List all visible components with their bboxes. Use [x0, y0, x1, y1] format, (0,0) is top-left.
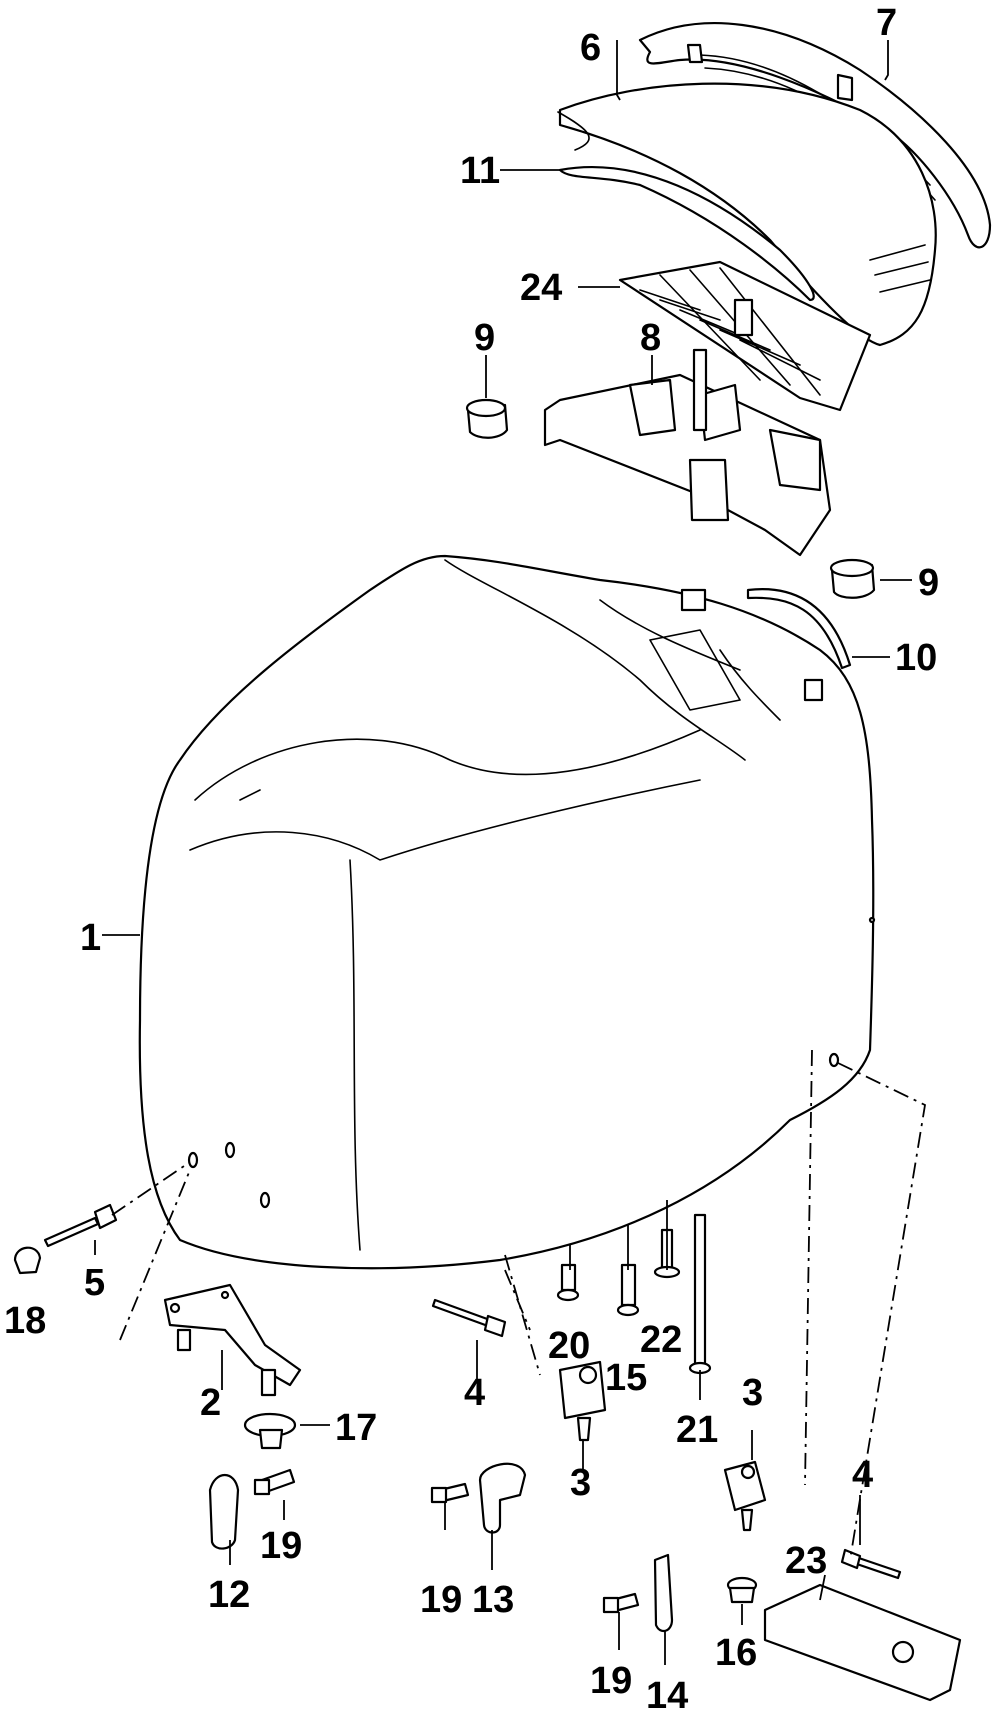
part-3-latch-right: [723, 1460, 767, 1532]
part-19-bolt-center: [430, 1482, 470, 1504]
part-18-plug: [13, 1246, 42, 1275]
part-23-decal: [763, 1583, 962, 1702]
part-9-grommet-upper: [465, 398, 509, 439]
part-24-intake-grille: [618, 260, 872, 412]
part-21-long-bolt: [688, 1213, 712, 1375]
part-17-cap: [243, 1412, 297, 1450]
callout-17: 17: [335, 1407, 377, 1449]
callout-20: 20: [548, 1325, 590, 1367]
part-10-small-seal: [746, 588, 852, 670]
callout-4-right: 4: [852, 1454, 873, 1496]
callout-3-right: 3: [742, 1372, 763, 1414]
callout-15: 15: [605, 1357, 647, 1399]
part-4-rivet-center: [431, 1298, 507, 1338]
callout-7: 7: [876, 2, 897, 44]
callout-18: 18: [4, 1300, 46, 1342]
callout-23: 23: [785, 1540, 827, 1582]
callout-19-center: 19: [420, 1579, 462, 1621]
callout-3-center: 3: [570, 1462, 591, 1504]
callout-9-upper: 9: [474, 317, 495, 359]
part-8-duct-bracket: [543, 348, 832, 557]
part-12-small-bracket: [208, 1473, 240, 1550]
leader-lines: [94, 40, 912, 1665]
part-4-rivet-right: [840, 1548, 902, 1580]
part-6-top-cover: [557, 82, 937, 347]
part-3-latch-center: [558, 1360, 607, 1442]
callout-13: 13: [472, 1579, 514, 1621]
callout-labels: 1 2 3 3 4 4 5 6 7 8 9 9 10 11 12 13 14 1…: [4, 2, 939, 1715]
callout-2: 2: [200, 1382, 221, 1424]
part-9-grommet-right: [829, 558, 876, 599]
callout-24: 24: [520, 267, 562, 309]
part-13-bracket: [478, 1462, 527, 1534]
callout-21: 21: [676, 1409, 718, 1451]
callout-10: 10: [895, 637, 937, 679]
part-11-seal-strip: [558, 165, 815, 302]
callout-16: 16: [715, 1632, 757, 1674]
callout-4-center: 4: [464, 1372, 485, 1414]
assembly-lines: [111, 1049, 926, 1561]
callout-1: 1: [80, 917, 101, 959]
part-2-hinge-bracket: [163, 1283, 302, 1397]
callout-5: 5: [84, 1262, 105, 1304]
callout-19-left: 19: [260, 1525, 302, 1567]
part-19-bolt-lower: [602, 1592, 640, 1614]
callout-11: 11: [460, 150, 500, 192]
callout-8: 8: [640, 317, 661, 359]
callout-14: 14: [646, 1675, 688, 1715]
part-19-bolt-left: [253, 1468, 296, 1496]
part-1-main-cowling: [138, 554, 876, 1270]
part-20-bolt: [556, 1263, 580, 1302]
callout-6: 6: [580, 27, 601, 69]
part-5-rivet: [43, 1203, 118, 1248]
callout-9-right: 9: [918, 562, 939, 604]
part-15-bolt: [616, 1263, 640, 1317]
callout-12: 12: [208, 1574, 250, 1616]
part-14-bracket: [653, 1553, 674, 1633]
callout-22: 22: [640, 1319, 682, 1361]
part-16-grommet: [726, 1576, 758, 1604]
part-7-top-handle: [638, 22, 992, 249]
callout-19-lower: 19: [590, 1660, 632, 1702]
